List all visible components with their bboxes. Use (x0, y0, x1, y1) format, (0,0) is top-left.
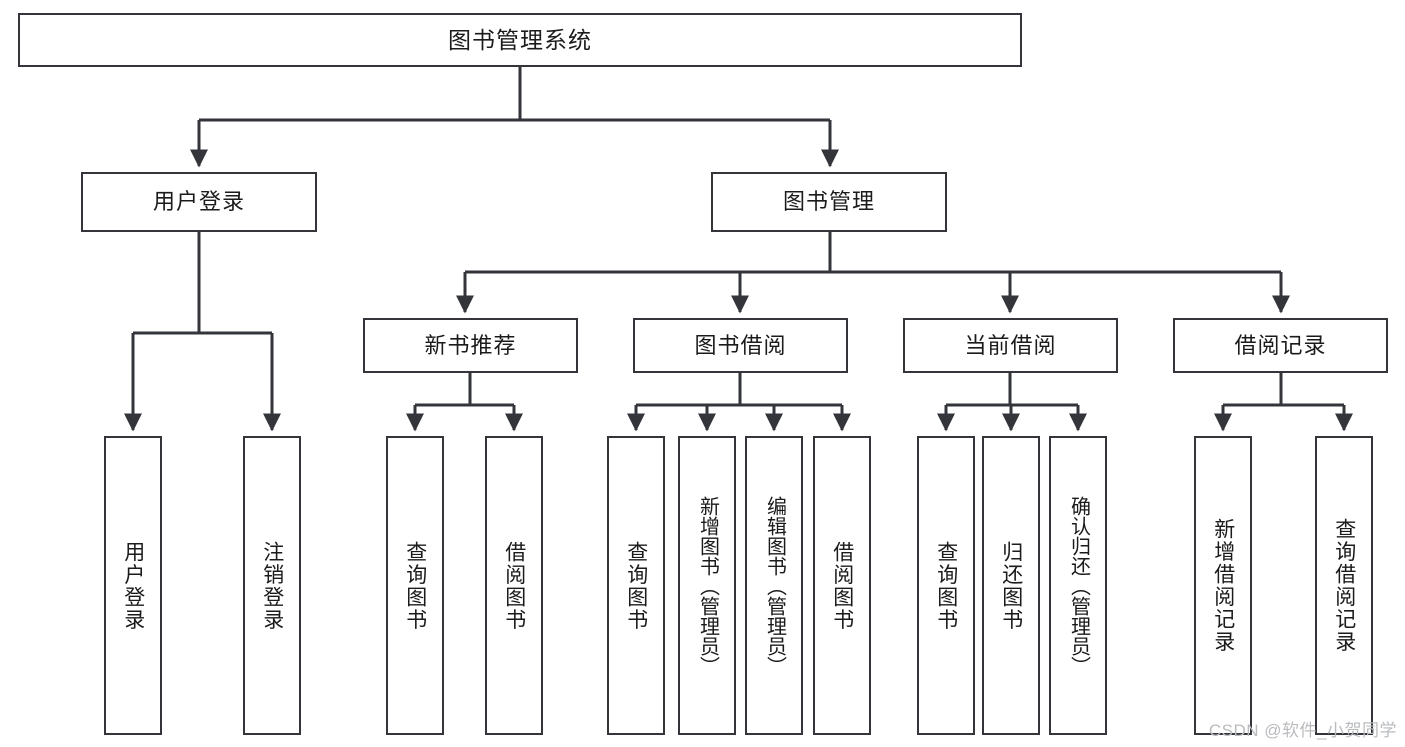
leaf-bb-borrow-book[interactable]: 借阅图书 (813, 436, 871, 735)
leaf-label: 查询图书 (934, 540, 958, 631)
node-label: 图书管理系统 (448, 26, 592, 53)
leaf-user-logout[interactable]: 注销登录 (243, 436, 301, 735)
node-user-login[interactable]: 用户登录 (81, 172, 317, 232)
leaf-cb-confirm-return-admin[interactable]: 确认归还（管理员） (1049, 436, 1107, 735)
node-book-borrow[interactable]: 图书借阅 (633, 318, 848, 373)
node-label: 图书借阅 (694, 332, 787, 358)
leaf-user-login-do[interactable]: 用户登录 (104, 436, 162, 735)
node-label: 用户登录 (152, 189, 245, 214)
leaf-cb-query-book[interactable]: 查询图书 (917, 436, 975, 735)
node-label: 借阅记录 (1234, 332, 1327, 358)
node-label: 当前借阅 (964, 332, 1057, 358)
node-book-management[interactable]: 图书管理 (711, 172, 947, 232)
node-current-borrow[interactable]: 当前借阅 (903, 318, 1118, 373)
leaf-label: 注销登录 (260, 540, 284, 631)
node-label: 图书管理 (782, 189, 875, 214)
leaf-label: 借阅图书 (830, 540, 854, 631)
leaf-label: 新增借阅记录 (1211, 518, 1235, 653)
leaf-label: 查询图书 (624, 540, 648, 631)
leaf-nbr-borrow-book[interactable]: 借阅图书 (485, 436, 543, 735)
leaf-label: 确认归还（管理员） (1067, 495, 1090, 676)
leaf-cb-return-book[interactable]: 归还图书 (982, 436, 1040, 735)
leaf-label: 用户登录 (121, 540, 145, 631)
watermark: CSDN @软件_小贺同学 (1208, 721, 1397, 740)
node-borrow-record[interactable]: 借阅记录 (1173, 318, 1388, 373)
leaf-label: 借阅图书 (502, 540, 526, 631)
leaf-br-query-record[interactable]: 查询借阅记录 (1315, 436, 1373, 735)
node-label: 新书推荐 (424, 332, 517, 358)
leaf-label: 新增图书（管理员） (696, 495, 719, 676)
leaf-label: 归还图书 (999, 540, 1023, 631)
leaf-label: 编辑图书（管理员） (763, 495, 786, 676)
leaf-bb-edit-book-admin[interactable]: 编辑图书（管理员） (745, 436, 803, 735)
leaf-nbr-query-book[interactable]: 查询图书 (386, 436, 444, 735)
node-root-book-management-system[interactable]: 图书管理系统 (18, 13, 1022, 67)
leaf-label: 查询借阅记录 (1332, 518, 1356, 653)
leaf-label: 查询图书 (403, 540, 427, 631)
leaf-bb-query-book[interactable]: 查询图书 (607, 436, 665, 735)
leaf-br-add-record[interactable]: 新增借阅记录 (1194, 436, 1252, 735)
leaf-bb-add-book-admin[interactable]: 新增图书（管理员） (678, 436, 736, 735)
node-new-book-recommend[interactable]: 新书推荐 (363, 318, 578, 373)
